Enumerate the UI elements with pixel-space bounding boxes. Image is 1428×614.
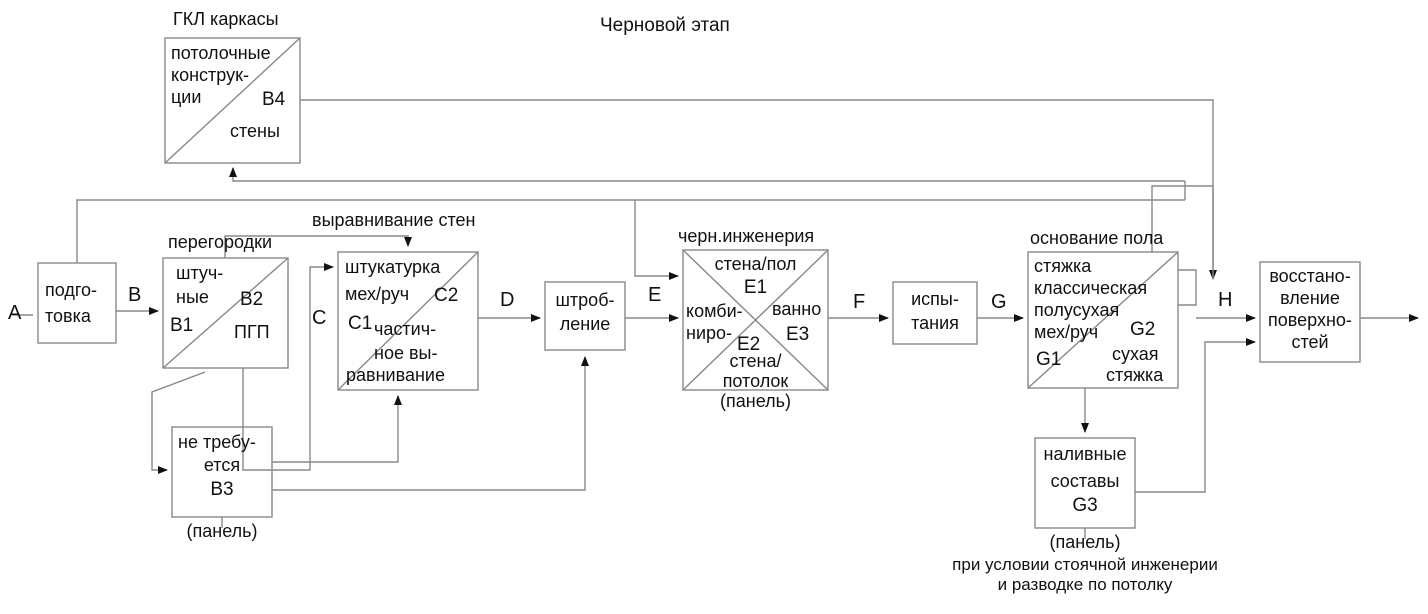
- node-H-rect: [1259, 261, 1361, 363]
- node-G-line3: полусухая: [1034, 300, 1120, 320]
- node-B3-line1: не требу-: [178, 432, 256, 452]
- node-E-rect: [682, 249, 829, 391]
- edge-G3-to-H: [1135, 338, 1256, 493]
- flow-label-F: F: [853, 291, 866, 313]
- node-B-diagonal: [162, 257, 289, 369]
- diagram-title: Черновой этап: [600, 15, 730, 36]
- node-E-diagonal-2: [682, 249, 829, 391]
- node-B4-line3: ции: [171, 87, 202, 107]
- node-B4-line1: потолочные: [171, 43, 271, 63]
- node-C-line1: штукатурка: [345, 257, 441, 277]
- node-G-line2: классическая: [1034, 278, 1148, 298]
- node-B4-line2: конструк-: [171, 65, 249, 85]
- flow-label-H: H: [1218, 289, 1233, 311]
- node-G3-id: G3: [1072, 495, 1098, 516]
- node-B3-line2: ется: [203, 455, 241, 475]
- edge-B4-to-H: [300, 99, 1214, 279]
- flow-label-D: D: [500, 289, 515, 311]
- node-B-id-left: B1: [170, 315, 194, 336]
- node-E-top-id: E1: [743, 277, 768, 298]
- node-E-right-id: E3: [786, 324, 810, 345]
- node-C-id-right: C2: [434, 285, 459, 306]
- node-H-line4: стей: [1291, 332, 1329, 352]
- caption-rough-engineering: черн.инженерия: [678, 226, 815, 246]
- footnote-line2: и разводке по потолку: [997, 575, 1173, 594]
- node-G3-note: (панель): [1049, 532, 1121, 552]
- node-C-line2: мех/руч: [345, 284, 410, 304]
- node-F-line2: тания: [911, 313, 959, 333]
- flow-label-B: B: [128, 284, 142, 306]
- node-G-line4: мех/руч: [1034, 322, 1099, 342]
- node-E-left-line1: комби-: [686, 301, 743, 321]
- caption-gkl: ГКЛ каркасы: [173, 9, 279, 29]
- footnote-line1: при условии стоячной инженерии: [952, 555, 1218, 574]
- caption-partitions: перегородки: [168, 232, 273, 252]
- node-G3-line1: наливные: [1043, 444, 1127, 464]
- node-A-line2: товка: [45, 306, 91, 326]
- caption-floor-base: основание пола: [1030, 228, 1164, 248]
- flow-label-C: C: [312, 307, 327, 329]
- node-D-rect: [544, 281, 626, 351]
- node-E-top: стена/пол: [714, 254, 797, 274]
- node-D-line2: ление: [559, 314, 611, 334]
- node-B-line1: штуч-: [176, 263, 224, 283]
- edge-B-to-C-top: [224, 235, 412, 258]
- node-B3-note: (панель): [186, 521, 258, 541]
- node-B4-bottom-label: стены: [230, 121, 280, 141]
- node-G-diagonal: [1027, 251, 1179, 389]
- edge-G-tap-upper: [1178, 269, 1197, 306]
- node-B-id-right: B2: [240, 289, 264, 310]
- node-E-left-line2: ниро-: [686, 323, 733, 343]
- node-E-left-id: E2: [737, 334, 761, 355]
- edge-B3-to-D: [272, 356, 589, 491]
- node-C-bottom-line2: ное вы-: [374, 343, 438, 363]
- node-C-id-left: C1: [348, 313, 373, 334]
- node-C-bottom-line3: равнивание: [346, 365, 445, 385]
- node-H-line1: восстано-: [1269, 266, 1351, 286]
- node-G-bottom-line1: сухая: [1112, 344, 1159, 364]
- node-G-line1: стяжка: [1034, 256, 1092, 276]
- edge-B2-to-C: [242, 263, 334, 471]
- node-H-line2: вление: [1280, 288, 1340, 308]
- node-B3-id: B3: [210, 479, 234, 500]
- node-G-id-right: G2: [1130, 319, 1156, 340]
- edge-B3-to-C-bottom: [272, 395, 402, 463]
- node-C-rect: [337, 251, 479, 391]
- flow-label-A: A: [8, 302, 22, 324]
- node-E-bottom-line1: стена/: [729, 351, 782, 371]
- edge-A-top-riser: [76, 199, 1185, 263]
- node-E-note: (панель): [720, 391, 791, 411]
- node-G-rect: [1027, 251, 1179, 389]
- node-D-line1: штроб-: [555, 290, 615, 310]
- node-G-id-left: G1: [1036, 349, 1062, 370]
- edge-bus-to-B4: [229, 167, 1185, 182]
- flow-label-E: E: [648, 284, 662, 306]
- node-A-rect: [37, 262, 117, 344]
- edge-B1-to-B3: [151, 371, 206, 474]
- node-H-line3: поверхно-: [1268, 310, 1352, 330]
- node-C-diagonal: [337, 251, 479, 391]
- flow-label-G: G: [991, 291, 1007, 313]
- node-A-line1: подго-: [45, 280, 98, 300]
- edge-topbus-to-E: [634, 200, 679, 280]
- node-F-rect: [892, 281, 978, 345]
- node-B-bottom-label: ПГП: [234, 322, 270, 342]
- node-F-line1: испы-: [911, 289, 959, 309]
- node-B4-diagonal: [164, 37, 301, 164]
- node-E-right: ванно: [772, 299, 822, 319]
- node-B4-id: B4: [262, 89, 286, 110]
- node-G-bottom-line2: стяжка: [1106, 365, 1164, 385]
- caption-wall-leveling: выравнивание стен: [312, 210, 476, 230]
- node-B-line2: ные: [176, 287, 209, 307]
- node-G3-line2: составы: [1050, 471, 1120, 491]
- node-E-bottom-line2: потолок: [722, 371, 789, 391]
- node-C-bottom-line1: частич-: [374, 319, 437, 339]
